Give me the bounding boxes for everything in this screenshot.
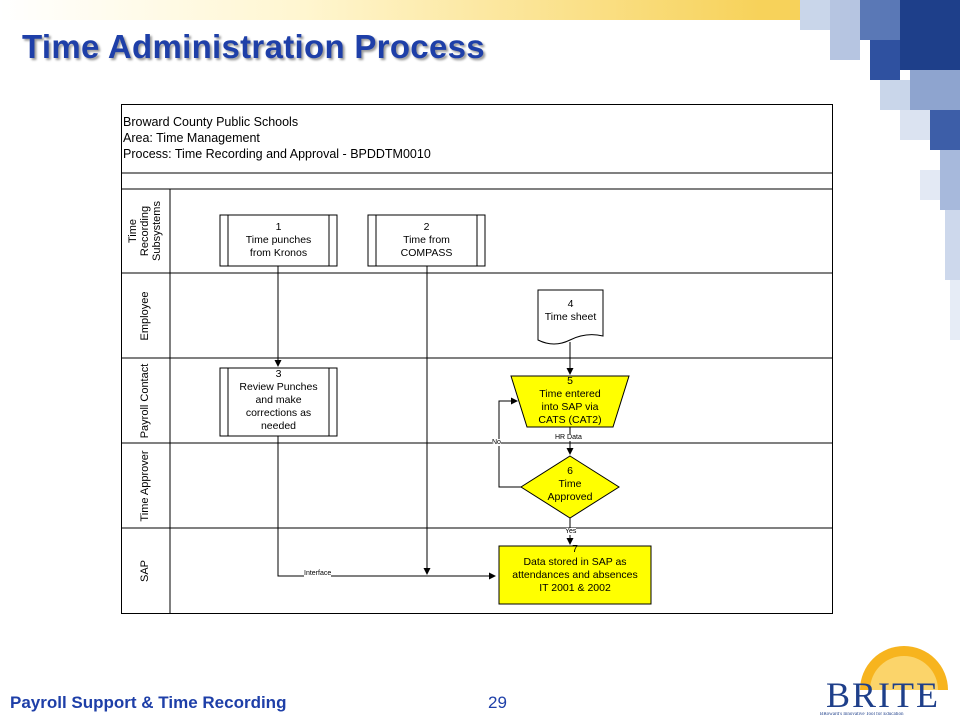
swimlane-grid [121,172,833,614]
connector-label-no: No [492,439,501,446]
step-6-text: 6 Time Approved [547,465,593,503]
step-4-document [537,289,604,345]
diagram-header-line: Broward County Public Schools [123,115,299,129]
brite-logo-wordmark: BRITE [826,675,940,715]
step-2-box [367,214,486,267]
step-7-text: 7 Data stored in SAP as attendances and … [512,543,638,594]
step-3-box [219,367,338,437]
lane-label-time-recording-subsystems: Time Recording Subsystems [127,201,163,261]
lane-label-payroll-contact: Payroll Contact [139,363,151,439]
step-3-text: 3 Review Punches and make corrections as… [239,368,318,432]
step-5-text: 5 Time entered into SAP via CATS (CAT2) [538,375,602,426]
lane-label-time-approver: Time Approver [139,450,151,522]
lane-label-sap: SAP [139,559,151,583]
page-number: 29 [488,693,507,712]
step-5-manual-input [510,375,630,428]
brite-logo-tagline: BRoward's Innovative Tool for Education [820,712,904,717]
step-1-text: 1 Time punches from Kronos [245,221,312,259]
step-2-text: 2 Time from COMPASS [400,221,453,259]
step-7-box [498,545,652,605]
corner-blocks-decoration [760,0,960,340]
lane-label-employee: Employee [139,291,151,341]
page-title: Time Administration Process [22,28,485,65]
step-4-text: 4 Time sheet [544,298,597,323]
connector-label-hr-data: HR Data [555,434,582,441]
brite-logo: BRITE BRoward's Innovative Tool for Educ… [820,660,958,720]
connector-label-yes: Yes [565,528,577,535]
top-gradient-bar [0,0,760,20]
diagram-header-line: Area: Time Management [123,131,260,145]
connector-label-interface: Interface [304,570,332,577]
footer-title: Payroll Support & Time Recording [10,693,287,712]
brite-logo-sun [860,646,948,690]
step-1-box [219,214,338,267]
diagram-header-line: Process: Time Recording and Approval - B… [123,147,431,161]
